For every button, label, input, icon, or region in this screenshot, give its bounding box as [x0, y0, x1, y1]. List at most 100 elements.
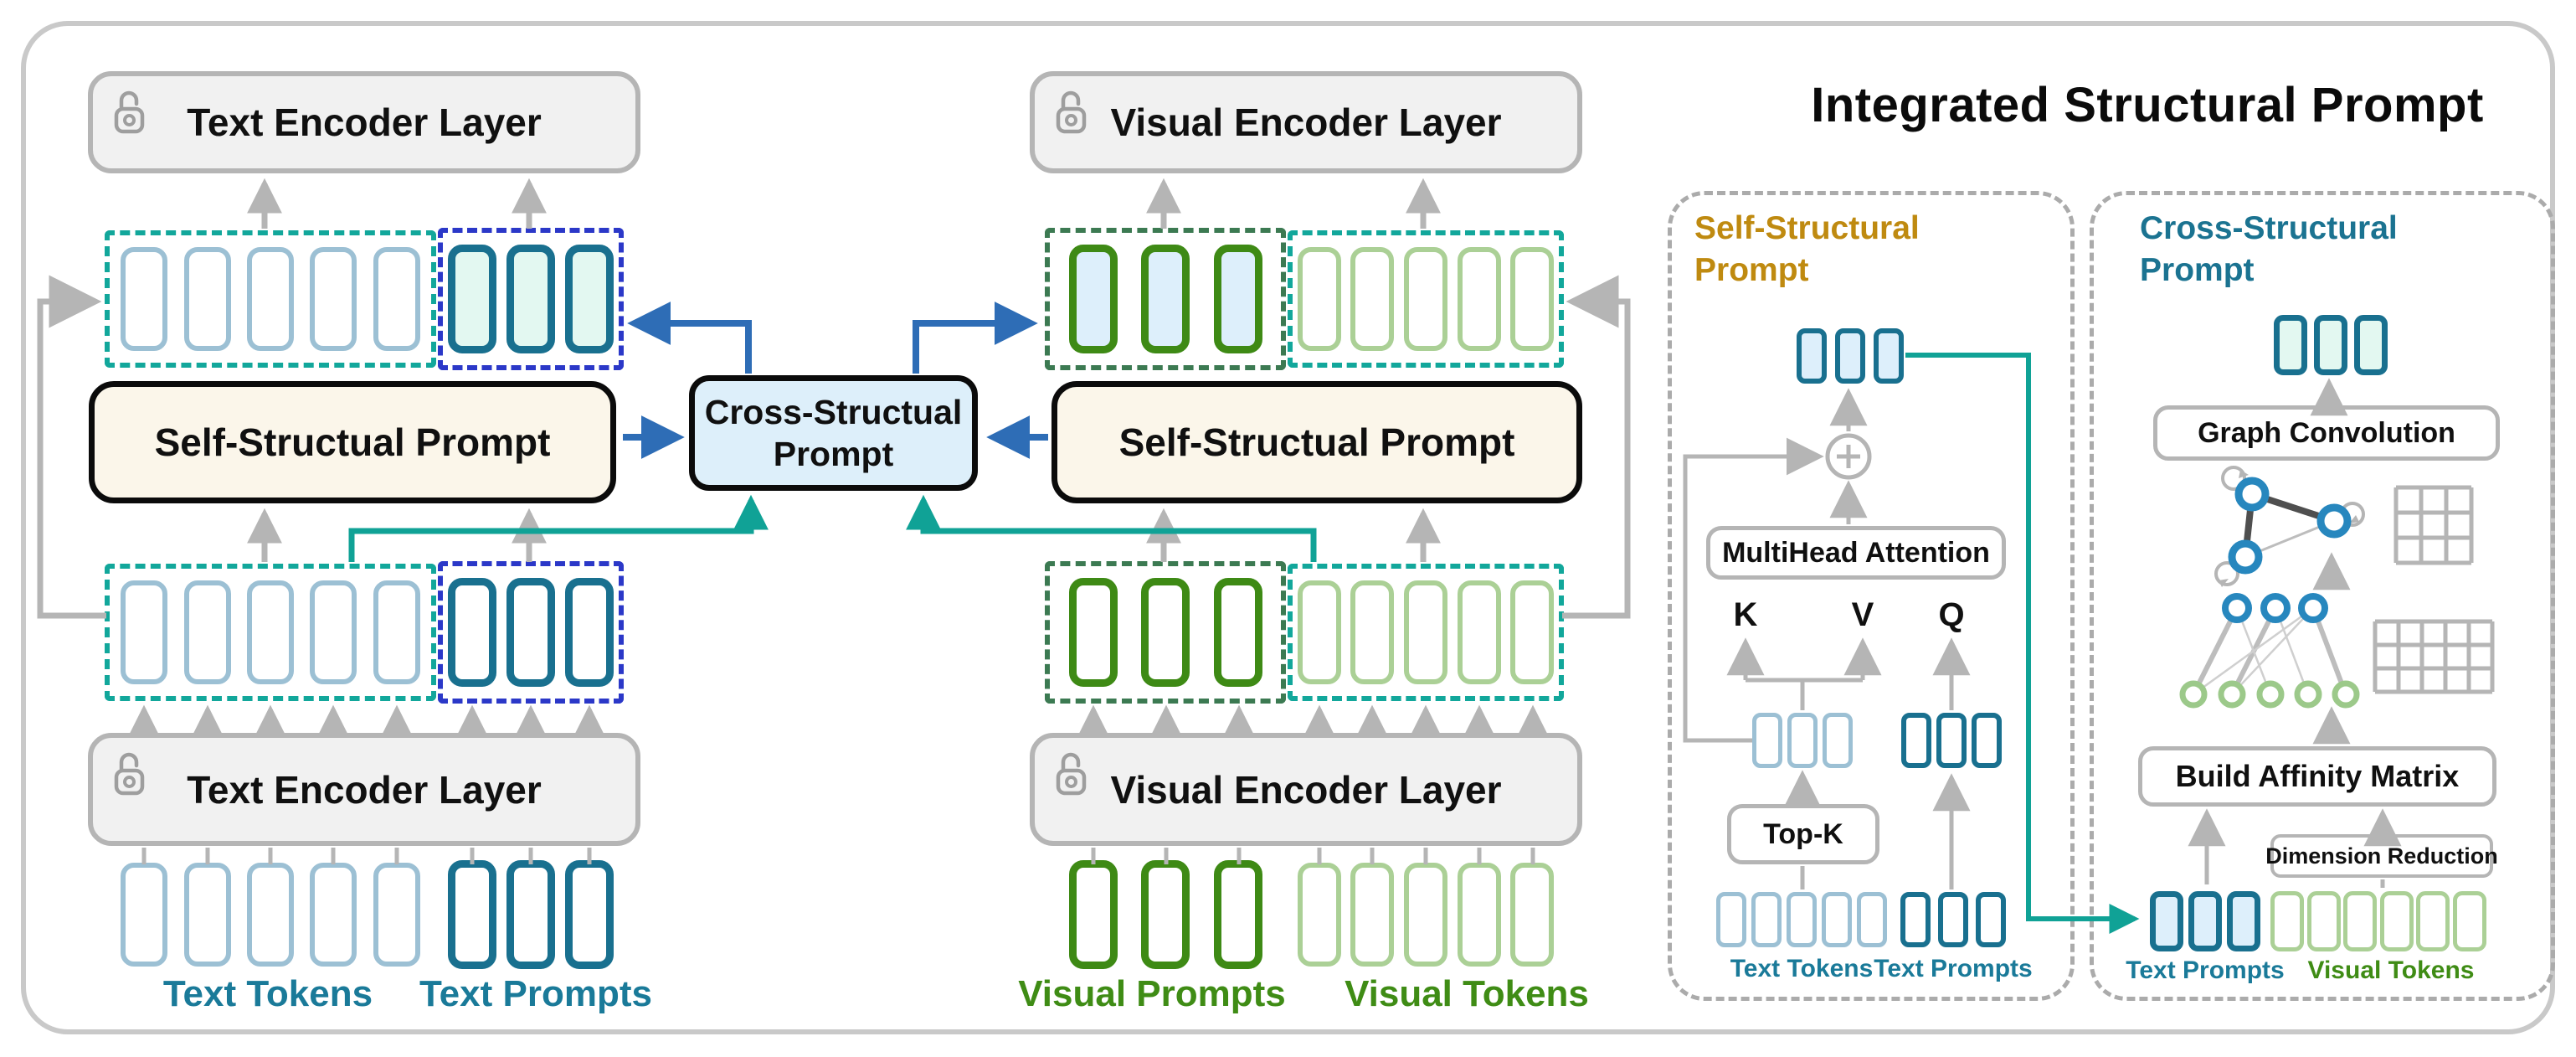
- visual-top-prompts: [1045, 228, 1286, 370]
- token: [1350, 580, 1395, 684]
- token: [183, 247, 231, 351]
- token: [121, 863, 168, 967]
- token: [1068, 860, 1118, 969]
- token: [310, 247, 357, 351]
- token: [1900, 892, 1931, 947]
- text-top-tokens: [105, 230, 436, 368]
- token: [310, 580, 357, 684]
- top-k-box: Top-K: [1727, 804, 1879, 864]
- token: [1823, 713, 1853, 768]
- lock-icon: [1056, 752, 1087, 796]
- text-tokens-label: Text Tokens: [162, 973, 373, 1014]
- token: [1213, 860, 1262, 969]
- text-mid-tokens: [105, 564, 436, 701]
- text-bottom-prompts: [438, 858, 624, 971]
- cross-structural-prompt-box: Cross-Structual Prompt: [689, 375, 978, 491]
- token: [1350, 247, 1395, 351]
- self-panel-q-tokens: [1901, 712, 2002, 769]
- token: [1972, 713, 2002, 768]
- top-k-label: Top-K: [1763, 817, 1843, 850]
- token: [2274, 315, 2307, 375]
- token: [1822, 892, 1852, 947]
- graph-convolution-box: Graph Convolution: [2153, 405, 2500, 461]
- token: [1403, 863, 1447, 967]
- visual-mid-prompts: [1045, 561, 1286, 704]
- text-mid-tokens-frame: [105, 564, 436, 701]
- token: [1403, 580, 1447, 684]
- visual-top-tokens: [1288, 230, 1564, 368]
- self-panel-kv-tokens: [1752, 712, 1853, 769]
- token: [2150, 891, 2183, 951]
- encoder-label: Text Encoder Layer: [187, 101, 542, 144]
- token: [183, 580, 231, 684]
- text-prompts-label: Text Prompts: [419, 973, 652, 1014]
- token: [1510, 863, 1555, 967]
- token: [310, 863, 357, 967]
- token: [1403, 247, 1447, 351]
- build-affinity-matrix-label: Build Affinity Matrix: [2175, 759, 2460, 793]
- visual-top-prompts-frame: [1045, 228, 1286, 370]
- token: [506, 860, 555, 969]
- self-panel-output-tokens: [1797, 327, 1904, 385]
- token: [1141, 578, 1190, 687]
- text-self-prompt-label: Self-Structual Prompt: [154, 420, 551, 464]
- token: [1297, 247, 1341, 351]
- token: [506, 578, 555, 687]
- lock-icon: [114, 90, 145, 134]
- visual-prompts-label: Visual Prompts: [1018, 973, 1286, 1014]
- self-structural-panel-title: Self-Structural Prompt: [1694, 208, 2013, 291]
- visual-encoder-layer-top: Visual Encoder Layer: [1030, 71, 1582, 173]
- visual-encoder-layer-bottom: Visual Encoder Layer: [1030, 733, 1582, 846]
- token: [1213, 245, 1262, 353]
- token: [2314, 315, 2347, 375]
- token: [1752, 713, 1782, 768]
- token: [1787, 713, 1818, 768]
- token: [2343, 891, 2378, 951]
- self-panel-text-prompts-label: Text Prompts: [1874, 955, 2033, 982]
- encoder-label: Text Encoder Layer: [187, 767, 542, 812]
- text-mid-prompts-frame: [438, 561, 624, 704]
- encoder-label: Visual Encoder Layer: [1110, 101, 1502, 144]
- token: [373, 247, 420, 351]
- token: [1141, 860, 1190, 969]
- token: [373, 863, 420, 967]
- cross-panel-bottom-tokens: [2270, 891, 2486, 951]
- encoder-label: Visual Encoder Layer: [1110, 767, 1502, 812]
- token: [506, 245, 555, 353]
- token: [565, 860, 614, 969]
- visual-bottom-prompts: [1045, 858, 1286, 971]
- text-bottom-tokens: [105, 861, 436, 968]
- token: [2270, 891, 2304, 951]
- token: [1874, 328, 1904, 384]
- visual-self-structural-prompt-box: Self-Structual Prompt: [1051, 381, 1582, 503]
- panel-title-line2: Prompt: [1694, 251, 1809, 288]
- token: [2379, 891, 2414, 951]
- panel-title-line2: Prompt: [2140, 251, 2255, 288]
- token: [1976, 892, 2006, 947]
- visual-top-tokens-frame: [1288, 230, 1564, 368]
- token: [448, 245, 496, 353]
- visual-bottom-tokens: [1288, 861, 1564, 968]
- text-top-prompts: [438, 228, 624, 370]
- token: [1350, 863, 1395, 967]
- token: [1068, 245, 1118, 353]
- token: [246, 580, 294, 684]
- k-label: K: [1733, 596, 1758, 633]
- token: [1457, 247, 1501, 351]
- build-affinity-matrix-box: Build Affinity Matrix: [2138, 746, 2496, 807]
- token: [1068, 578, 1118, 687]
- token: [1716, 892, 1746, 947]
- v-label: V: [1851, 596, 1874, 633]
- cross-panel-visual-tokens-label: Visual Tokens: [2307, 956, 2475, 984]
- cross-box-line2: Prompt: [773, 435, 894, 473]
- cross-panel-bottom-prompts: [2150, 889, 2260, 953]
- token: [183, 863, 231, 967]
- token: [448, 578, 496, 687]
- token: [1510, 580, 1555, 684]
- token: [2452, 891, 2486, 951]
- token: [1141, 245, 1190, 353]
- token: [246, 863, 294, 967]
- cross-panel-output-tokens: [2274, 313, 2388, 377]
- token: [1787, 892, 1817, 947]
